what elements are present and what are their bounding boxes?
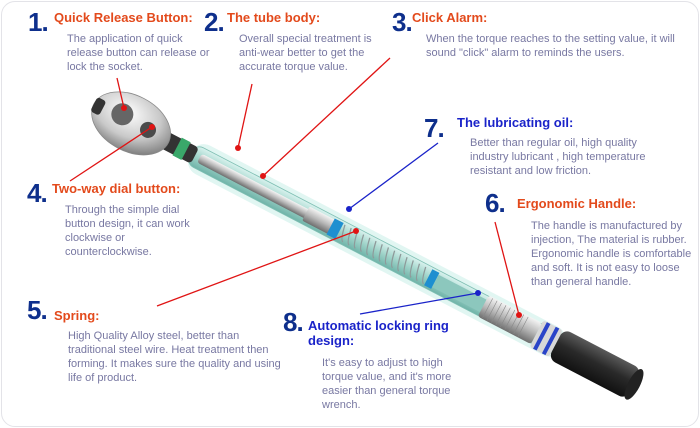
callout-title: Automatic locking ring design:	[308, 318, 449, 348]
callout-title: Quick Release Button:	[54, 10, 193, 25]
callout-number: 5.	[27, 295, 48, 325]
callout-title: Ergonomic Handle:	[517, 196, 637, 211]
callout-description: The application of quick release button …	[67, 33, 210, 73]
callout-title: Click Alarm:	[412, 10, 488, 25]
callout-number: 8.	[283, 307, 304, 337]
callout-title: Two-way dial button:	[52, 181, 181, 196]
callout-description: Overall special treatment is anti-wear b…	[239, 33, 372, 73]
callout-description: Through the simple dial button design, i…	[65, 204, 190, 258]
callout-number: 4.	[27, 178, 48, 208]
callout-number: 7.	[424, 113, 445, 143]
callout-number: 3.	[392, 7, 413, 37]
callout-title: Spring:	[54, 308, 100, 323]
callout-description: It's easy to adjust to high torque value…	[322, 357, 452, 411]
callout-title: The tube body:	[227, 10, 321, 25]
callout-title: The lubricating oil:	[457, 115, 574, 130]
callout-number: 1.	[28, 7, 49, 37]
callout-number: 6.	[485, 188, 506, 218]
callout-description: High Quality Alloy steel, better than tr…	[68, 330, 281, 384]
callout-description: The handle is manufactured by injection,…	[531, 220, 692, 288]
callout-description: Better than regular oil, high quality in…	[470, 137, 646, 177]
callout-description: When the torque reaches to the setting v…	[426, 33, 675, 59]
callout-number: 2.	[204, 7, 225, 37]
